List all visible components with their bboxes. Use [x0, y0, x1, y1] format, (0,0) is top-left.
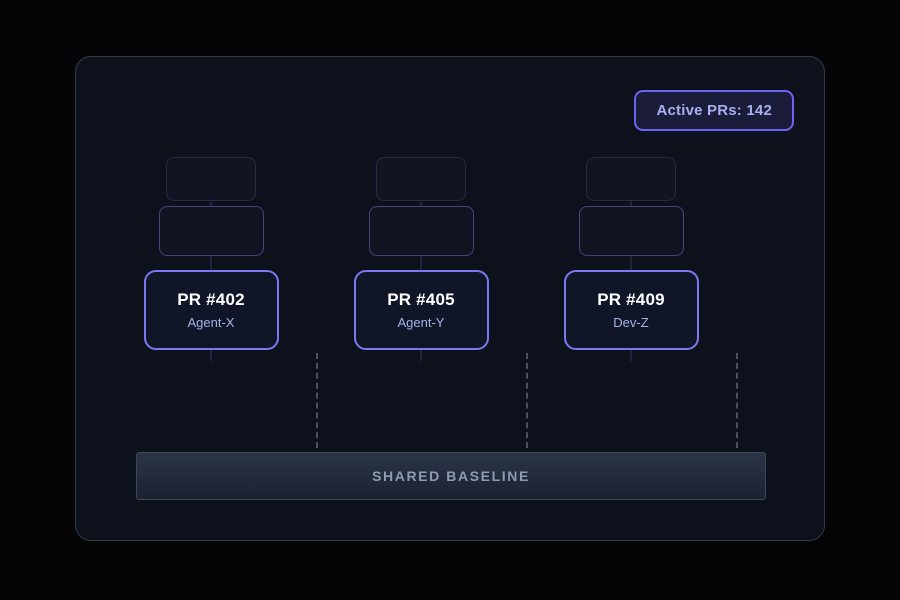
diagram-panel: Active PRs: 142 PR #402 Agent-X PR #405 [75, 56, 825, 541]
ghost-commit-block [368, 206, 474, 256]
branch-stem-line [420, 161, 422, 361]
pr-author: Agent-Y [397, 315, 445, 330]
ghost-commit-block [586, 157, 676, 201]
branch-connector-line [316, 353, 318, 458]
pr-title: PR #402 [177, 290, 245, 309]
branch-connector-line [736, 353, 738, 458]
ghost-commit-block [578, 206, 684, 256]
branch-column[interactable]: PR #409 Dev-Z [526, 157, 736, 361]
pr-card[interactable]: PR #409 Dev-Z [563, 270, 699, 350]
pr-card[interactable]: PR #402 Agent-X [143, 270, 279, 350]
branch-stacks: PR #402 Agent-X PR #405 Agent-Y [76, 157, 826, 407]
active-prs-badge: Active PRs: 142 [634, 90, 794, 131]
pr-title: PR #409 [597, 290, 665, 309]
branch-stem-line [210, 161, 212, 361]
shared-baseline-label: SHARED BASELINE [372, 468, 530, 484]
pr-author: Dev-Z [613, 315, 649, 330]
pr-title: PR #405 [387, 290, 455, 309]
shared-baseline-bar: SHARED BASELINE [136, 452, 766, 500]
pr-card[interactable]: PR #405 Agent-Y [353, 270, 489, 350]
branch-column[interactable]: PR #405 Agent-Y [316, 157, 526, 361]
ghost-commit-block [158, 206, 264, 256]
pr-author: Agent-X [187, 315, 235, 330]
ghost-commit-block [166, 157, 256, 201]
branch-column[interactable]: PR #402 Agent-X [106, 157, 316, 361]
ghost-commit-block [376, 157, 466, 201]
branch-connector-line [526, 353, 528, 458]
branch-stem-line [630, 161, 632, 361]
